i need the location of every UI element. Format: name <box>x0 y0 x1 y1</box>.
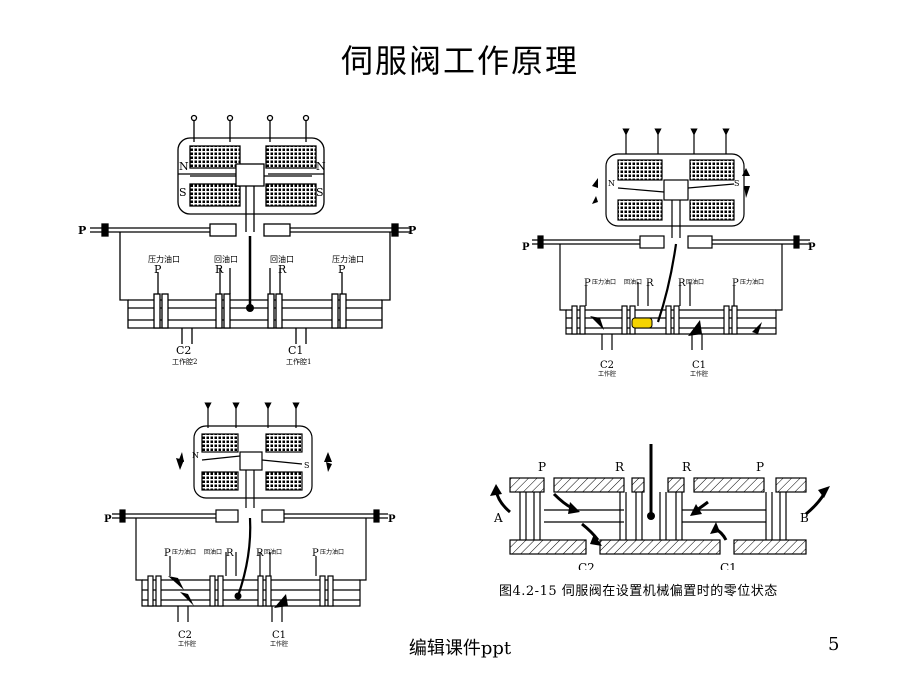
chamber-label-right: 工作腔 <box>270 640 288 648</box>
port-p-inlet-left: P <box>522 242 530 253</box>
return-port-label-right: 回油口 <box>264 548 282 556</box>
port-p-inlet-right: P <box>808 242 816 253</box>
figure-caption: 图4.2-15 伺服阀在设置机械偏置时的零位状态 <box>499 584 778 599</box>
chamber-1-label: 工作腔1 <box>286 357 311 366</box>
port-r-right: R <box>256 548 264 559</box>
page-number: 5 <box>828 634 840 655</box>
servo-valve-diagram-deflected-left: N S P P P 压力油口 回油口 R R 回油口 P 压力油口 C2 C1 … <box>104 402 396 648</box>
port-p-left: P <box>538 460 546 474</box>
c1-label: C1 <box>288 344 303 357</box>
port-p-left: P <box>584 278 591 289</box>
return-port-label-left: 回油口 <box>204 548 222 556</box>
pressure-port-label-left: 压力油口 <box>592 278 616 286</box>
c1-label: C1 <box>272 630 286 641</box>
port-r-left: R <box>226 548 234 559</box>
servo-valve-diagram-neutral: N N S S P P 压力油口 P 回油口 R 回油口 R 压力油口 P C2… <box>78 114 416 366</box>
port-p-right: P <box>732 278 739 289</box>
c2-label: C2 <box>600 360 614 371</box>
return-port-label-right: 回油口 <box>686 278 704 286</box>
port-p-inlet-right: P <box>408 224 416 237</box>
c1-label: C1 <box>720 561 737 570</box>
pole-n-left: N <box>179 160 189 173</box>
port-p-inlet-left: P <box>104 514 112 525</box>
chamber-label-left: 工作腔 <box>598 370 616 378</box>
servo-valve-diagram-deflected-right: N S P P P 压力油口 回油口 R R 回油口 P 压力油口 C2 C1 … <box>522 128 816 378</box>
port-p-right: P <box>312 548 319 559</box>
pole-s: S <box>304 461 309 470</box>
port-p-right: P <box>338 263 346 276</box>
slide-title: 伺服阀工作原理 <box>340 42 579 80</box>
port-r-right: R <box>678 278 686 289</box>
port-p-left: P <box>164 548 171 559</box>
port-r-right: R <box>682 460 692 474</box>
port-r-left: R <box>215 263 224 276</box>
spool-bias-null-diagram: P R R P A B C2 C1 <box>490 444 830 570</box>
c1-label: C1 <box>692 360 706 371</box>
pole-s-left: S <box>179 186 187 199</box>
pole-n: N <box>608 179 615 188</box>
c2-label: C2 <box>176 344 191 357</box>
port-p-inlet-right: P <box>388 514 396 525</box>
port-r-left: R <box>646 278 654 289</box>
chamber-label-left: 工作腔 <box>178 640 196 648</box>
pressure-port-label-left: 压力油口 <box>172 548 196 556</box>
c2-label: C2 <box>578 561 595 570</box>
port-p-left: P <box>154 263 162 276</box>
return-port-label-right: 回油口 <box>270 254 294 264</box>
port-a-label: A <box>493 511 503 525</box>
pole-n-right: N <box>316 160 326 173</box>
pressure-port-label-right: 压力油口 <box>740 278 764 286</box>
footer-text: 编辑课件ppt <box>408 638 512 659</box>
pole-s: S <box>734 179 739 188</box>
return-port-label-left: 回油口 <box>624 278 642 286</box>
pressure-port-label-right: 压力油口 <box>320 548 344 556</box>
port-r-left: R <box>615 460 625 474</box>
return-port-label-left: 回油口 <box>214 254 238 264</box>
chamber-label-right: 工作腔 <box>690 370 708 378</box>
port-r-right: R <box>278 263 287 276</box>
port-p-right: P <box>756 460 764 474</box>
port-p-inlet-left: P <box>78 224 86 237</box>
pressure-port-label-right: 压力油口 <box>332 254 364 264</box>
pole-s-right: S <box>316 186 324 199</box>
c2-label: C2 <box>178 630 192 641</box>
pressure-port-label-left: 压力油口 <box>148 254 180 264</box>
pole-n: N <box>192 451 199 460</box>
port-b-label: B <box>800 511 809 525</box>
chamber-2-label: 工作腔2 <box>172 357 197 366</box>
